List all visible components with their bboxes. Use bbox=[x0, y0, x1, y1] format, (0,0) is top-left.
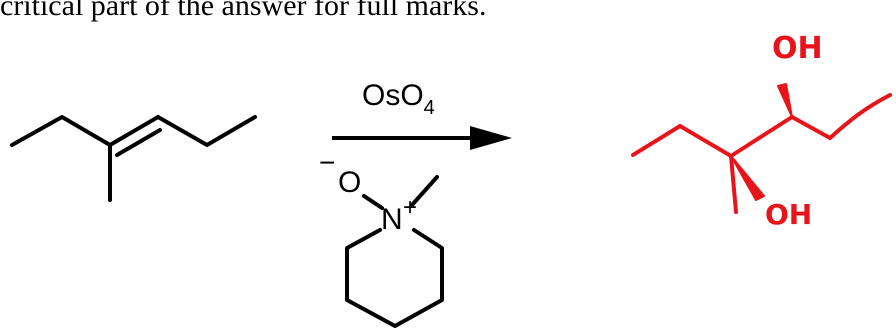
product-left-terminal-bond bbox=[631, 124, 682, 157]
product-bottom-oh-wedge bbox=[730, 155, 765, 201]
oxide-atom-label: O bbox=[338, 166, 361, 199]
o-n-bond bbox=[362, 194, 384, 210]
product-right-bond-2 bbox=[828, 93, 892, 140]
reaction-arrow bbox=[332, 126, 512, 150]
reaction-arrow-head bbox=[470, 126, 512, 150]
product-central-bond bbox=[729, 115, 794, 158]
nitrogen-charge-label: + bbox=[403, 194, 417, 221]
product-bottom-hydroxyl-label: OH bbox=[765, 198, 812, 231]
product-ethyl-bond bbox=[678, 124, 733, 158]
alkene-right-chain bbox=[156, 115, 257, 147]
question-instruction-text: critical part of the answer for full mar… bbox=[0, 0, 487, 22]
amine-oxide-structure: − O N + bbox=[319, 147, 444, 328]
alkene-double-bond bbox=[108, 115, 160, 147]
product-right-bond-1 bbox=[790, 115, 832, 140]
product-top-oh-wedge bbox=[777, 83, 793, 118]
starting-alkene-structure bbox=[10, 115, 257, 202]
n-methyl-bond bbox=[410, 175, 439, 207]
oxide-charge-label: − bbox=[319, 147, 335, 178]
osmium-tetroxide-label: OsO4 bbox=[362, 79, 435, 119]
alkene-double-bond-inner bbox=[115, 128, 162, 157]
product-methyl-bond bbox=[729, 154, 738, 214]
diol-product-structure bbox=[631, 83, 892, 214]
alkene-left-chain bbox=[10, 115, 112, 147]
product-top-hydroxyl-label: OH bbox=[772, 31, 823, 66]
piperidine-ring bbox=[345, 228, 444, 328]
nitrogen-atom-label: N bbox=[381, 203, 403, 236]
